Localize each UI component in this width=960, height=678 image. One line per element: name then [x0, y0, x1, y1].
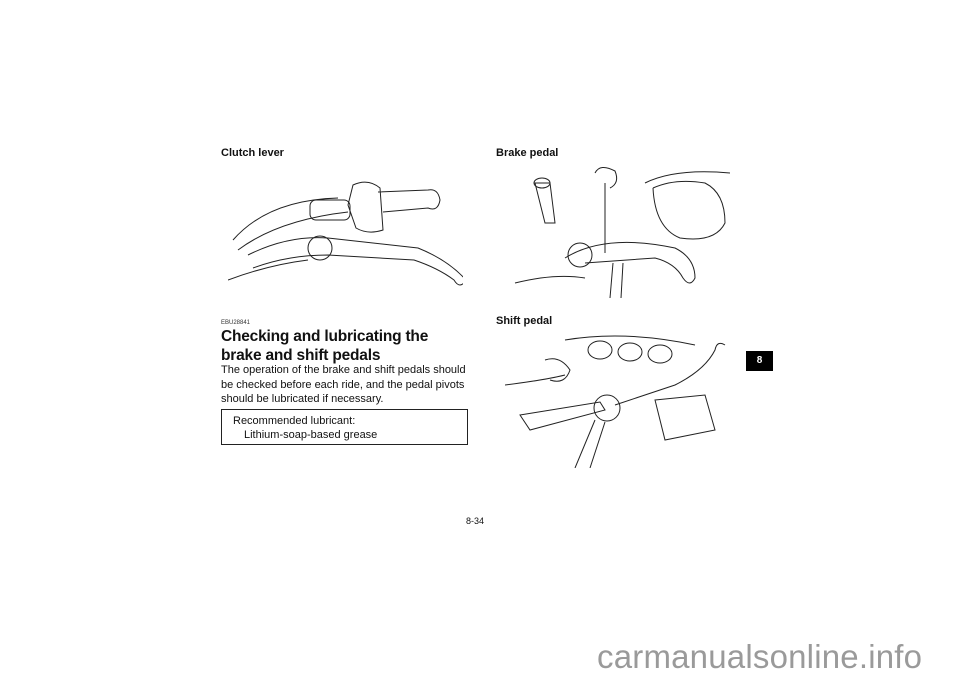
lubricant-box: Recommended lubricant: Lithium-soap-base…: [221, 409, 468, 445]
lubricant-label: Recommended lubricant:: [233, 415, 356, 427]
clutch-lever-illustration: [228, 181, 463, 286]
shift-pedal-illustration: [505, 335, 726, 468]
brake-pedal-illustration: [514, 167, 730, 298]
section-paragraph: The operation of the brake and shift ped…: [221, 364, 466, 405]
chapter-tab[interactable]: 8: [746, 351, 773, 371]
section-code: EBU28841: [221, 320, 251, 326]
section-title: Checking and lubricating the brake and s…: [221, 328, 429, 364]
clutch-lever-caption: Clutch lever: [221, 147, 284, 159]
watermark: carmanualsonline.info: [597, 638, 923, 675]
shift-pedal-caption: Shift pedal: [496, 315, 553, 327]
page-number: 8-34: [466, 516, 485, 526]
lubricant-value: Lithium-soap-based grease: [244, 429, 378, 441]
brake-pedal-caption: Brake pedal: [496, 147, 559, 159]
